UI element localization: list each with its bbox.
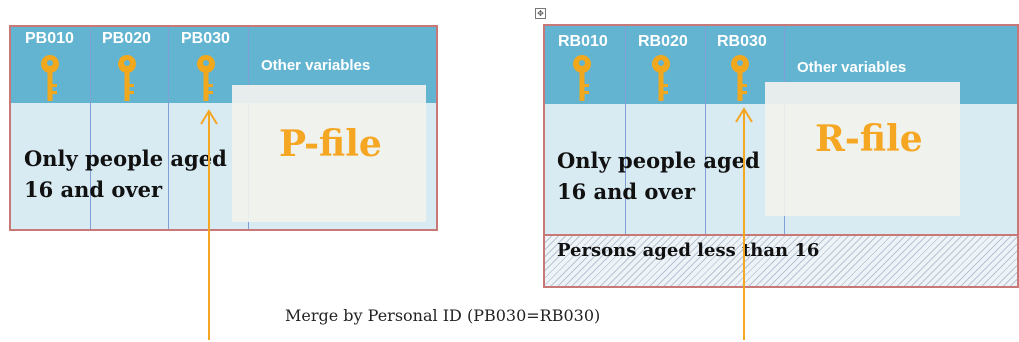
up-arrow-p	[200, 109, 218, 340]
under-16-label: Persons aged less than 16	[557, 240, 820, 261]
merge-caption: Merge by Personal ID (PB030=RB030)	[285, 306, 601, 325]
p-file-table: PB010 PB020 PB030 Other variables P-file…	[9, 25, 438, 231]
under-16-band	[545, 234, 1017, 286]
column-divider	[705, 26, 706, 286]
column-divider	[168, 27, 169, 229]
population-text-line: Only people aged	[557, 148, 760, 173]
other-variables-label: Other variables	[261, 57, 371, 74]
p-file-label: P-file	[279, 123, 382, 165]
column-divider	[625, 26, 626, 286]
key-icon	[197, 55, 215, 101]
column-label-rb020: RB020	[638, 33, 688, 50]
r-file-population-text: Only people aged 16 and over	[557, 145, 760, 207]
key-icon	[118, 55, 136, 101]
population-text-line: 16 and over	[24, 177, 163, 202]
key-icon	[41, 55, 59, 101]
population-text-line: Only people aged	[24, 146, 227, 171]
column-label-rb030: RB030	[717, 33, 767, 50]
population-text-line: 16 and over	[557, 179, 696, 204]
r-file-overlay	[765, 82, 960, 216]
column-label-pb010: PB010	[25, 30, 74, 47]
p-file-population-text: Only people aged 16 and over	[24, 143, 227, 205]
column-divider	[90, 27, 91, 229]
up-arrow-r	[735, 107, 753, 340]
column-label-pb030: PB030	[181, 30, 230, 47]
r-file-label: R-file	[815, 118, 923, 160]
key-icon	[573, 55, 591, 101]
other-variables-label: Other variables	[797, 59, 907, 76]
column-label-pb020: PB020	[102, 30, 151, 47]
p-file-overlay	[232, 85, 426, 222]
move-handle-icon[interactable]: ✥	[535, 8, 546, 19]
r-file-table: RB010 RB020 RB030 Other variables R-file…	[543, 24, 1019, 288]
key-icon	[731, 55, 749, 101]
column-label-rb010: RB010	[558, 33, 608, 50]
key-icon	[652, 55, 670, 101]
